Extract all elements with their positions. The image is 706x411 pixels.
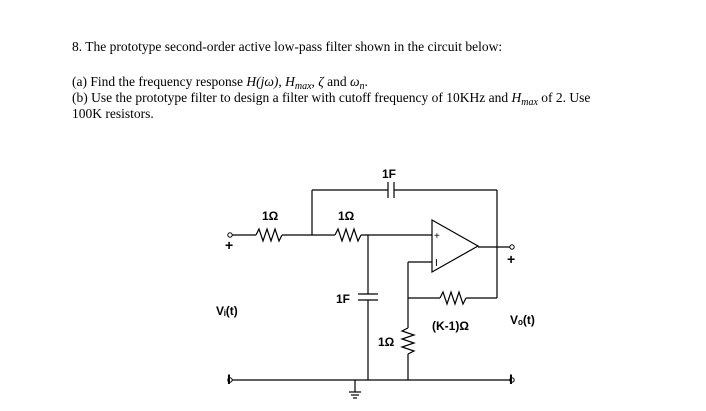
- input-terminal-top: [227, 232, 233, 238]
- input-terminal-bottom: [227, 377, 233, 383]
- part-a-sep2: ,: [311, 74, 315, 89]
- part-b-hmax-sub: max: [521, 97, 538, 108]
- vin-minus-sign: I: [227, 371, 231, 387]
- part-a-hmax: H: [285, 74, 295, 89]
- output-terminal-top: [509, 244, 515, 250]
- part-a-end: .: [364, 74, 368, 89]
- vout-plus-sign: +: [507, 251, 515, 267]
- part-b-line2: 100K resistors.: [72, 106, 154, 121]
- part-b-hmax: H: [511, 90, 522, 105]
- r-ground-resistor: [400, 327, 416, 355]
- vout-label: Vₒ(t): [510, 313, 535, 327]
- opamp-plus-sign: +: [434, 231, 440, 242]
- vin-label: Vᵢ(t): [216, 304, 238, 318]
- c-bottom-label: 1F: [336, 292, 350, 306]
- r2-label: 1Ω: [338, 209, 355, 223]
- part-b: (b) Use the prototype filter to design a…: [72, 90, 590, 111]
- part-a-h: H: [246, 74, 257, 89]
- part-b-prefix: (b) Use the prototype filter to design a…: [72, 90, 509, 105]
- part-a-jw: (jω): [256, 74, 279, 89]
- question-number: 8.: [72, 39, 83, 54]
- r2-resistor: [334, 227, 362, 243]
- part-a-wn: ω: [350, 74, 360, 89]
- part-a-sep1: ,: [278, 74, 282, 89]
- part-b-line-2: 100K resistors.: [72, 106, 154, 122]
- vout-minus-sign: I: [509, 371, 513, 387]
- r-feedback-label: (K-1)Ω: [432, 319, 469, 333]
- output-terminal-bottom: [509, 377, 515, 383]
- r1-label: 1Ω: [262, 209, 279, 223]
- opamp-minus-sign: I: [435, 258, 438, 269]
- r-ground-label: 1Ω: [378, 335, 395, 349]
- question-statement: The prototype second-order active low-pa…: [85, 39, 503, 54]
- part-a-prefix: (a) Find the frequency response: [72, 74, 243, 89]
- opamp: [431, 218, 480, 274]
- part-b-suffix: of 2. Use: [541, 90, 591, 105]
- part-a: (a) Find the frequency response H(jω), H…: [72, 74, 368, 95]
- question-line-1: 8. The prototype second-order active low…: [72, 39, 502, 55]
- part-a-wn-sub: n: [359, 81, 365, 92]
- c-top-label: 1F: [382, 167, 396, 181]
- part-a-hmax-sub: max: [294, 81, 312, 92]
- part-a-zeta: ζ: [318, 74, 324, 89]
- part-a-and: and: [327, 74, 347, 89]
- rf-resistor: [439, 290, 467, 306]
- r1-resistor: [255, 227, 283, 243]
- vin-plus-sign: +: [225, 237, 233, 253]
